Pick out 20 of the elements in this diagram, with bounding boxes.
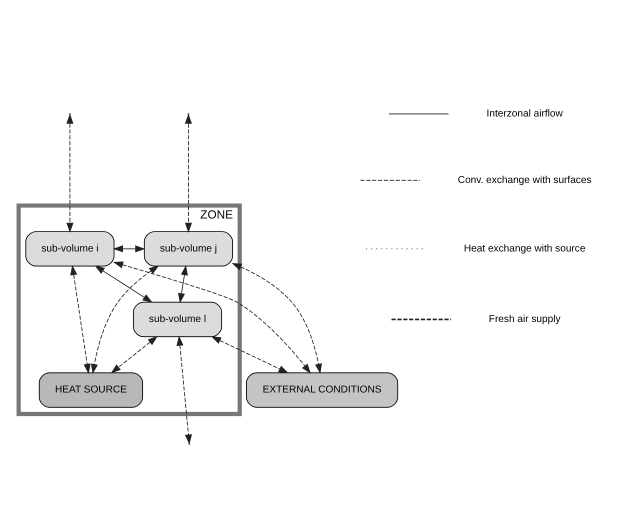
arrow	[90, 264, 160, 374]
arrow	[211, 336, 289, 373]
legend-label: Heat exchange with source	[464, 242, 586, 254]
node-box: sub-volume i	[25, 230, 114, 266]
legend-label: Conv. exchange with surfaces	[458, 174, 592, 186]
legend-label: Interzonal airflow	[486, 108, 563, 120]
arrow	[70, 264, 91, 374]
legend-label: Fresh air supply	[488, 314, 561, 325]
arrow	[178, 264, 188, 303]
node-box: HEAT SOURCE	[38, 372, 144, 408]
arrow	[110, 336, 158, 373]
arrow	[66, 113, 74, 232]
node-box: EXTERNAL CONDITIONS	[246, 372, 398, 408]
node-box: sub-volume l	[132, 301, 222, 337]
arrow	[94, 265, 153, 302]
arrow	[112, 244, 146, 252]
arrow	[113, 260, 311, 374]
arrow	[184, 113, 192, 232]
node-box: sub-volume j	[144, 230, 233, 266]
arrow	[232, 262, 322, 374]
